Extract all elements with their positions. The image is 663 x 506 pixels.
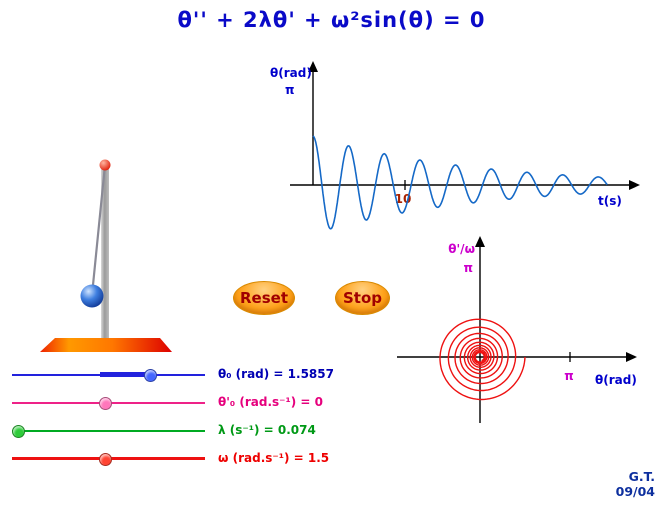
slider-lambda-label: λ (s⁻¹) = 0.074 bbox=[218, 423, 316, 437]
credit-date: 09/04 bbox=[615, 484, 655, 499]
phase-graph-canvas: θ'/ω π π θ(rad) bbox=[397, 236, 637, 423]
slider-lambda-track[interactable] bbox=[12, 430, 205, 432]
phase-y-tick-label: π bbox=[464, 261, 474, 275]
slider-lambda-knob[interactable] bbox=[11, 425, 25, 438]
slider-theta0-knob[interactable] bbox=[143, 369, 157, 382]
pendulum-base bbox=[40, 338, 172, 352]
slider-theta0-label: θ₀ (rad) = 1.5857 bbox=[218, 367, 334, 381]
pendulum-bob[interactable] bbox=[80, 284, 104, 308]
phase-x-axis-label: θ(rad) bbox=[595, 373, 637, 387]
slider-theta0-fill bbox=[100, 372, 150, 377]
time-x-arrow-icon bbox=[629, 180, 640, 190]
stop-button[interactable]: Stop bbox=[335, 281, 390, 315]
phase-x-tick-label: π bbox=[564, 369, 574, 383]
slider-theta-dot0-knob[interactable] bbox=[98, 397, 112, 410]
slider-omega-knob[interactable] bbox=[98, 453, 112, 466]
slider-theta0[interactable] bbox=[0, 368, 215, 382]
reset-button[interactable]: Reset bbox=[233, 281, 295, 315]
pendulum-string bbox=[90, 164, 107, 296]
slider-lambda[interactable] bbox=[0, 424, 215, 438]
credit-block: G.T. 09/04 bbox=[575, 469, 655, 499]
slider-theta-dot0[interactable] bbox=[0, 396, 215, 410]
phase-x-arrow-icon bbox=[626, 352, 637, 362]
time-y-axis-label: θ(rad) bbox=[270, 66, 312, 80]
time-x-axis-label: t(s) bbox=[598, 194, 622, 208]
pivot-ball bbox=[99, 159, 111, 171]
slider-omega[interactable] bbox=[0, 452, 215, 466]
phase-y-arrow-icon bbox=[475, 236, 485, 247]
slider-theta-dot0-label: θ'₀ (rad.s⁻¹) = 0 bbox=[218, 395, 323, 409]
slider-omega-label: ω (rad.s⁻¹) = 1.5 bbox=[218, 451, 330, 465]
time-y-tick-label: π bbox=[285, 83, 295, 97]
credit-author: G.T. bbox=[628, 469, 655, 484]
phase-y-axis-label: θ'/ω bbox=[448, 242, 475, 256]
pendulum-display bbox=[40, 159, 172, 352]
phase-spiral-curve bbox=[439, 318, 526, 401]
time-graph-canvas: θ(rad) π 10 t(s) bbox=[270, 61, 640, 230]
time-y-arrow-icon bbox=[308, 61, 318, 72]
equation-title: θ'' + 2λθ' + ω²sin(θ) = 0 bbox=[177, 8, 486, 32]
pendulum-pole bbox=[101, 162, 109, 340]
theta-time-curve bbox=[312, 135, 608, 230]
